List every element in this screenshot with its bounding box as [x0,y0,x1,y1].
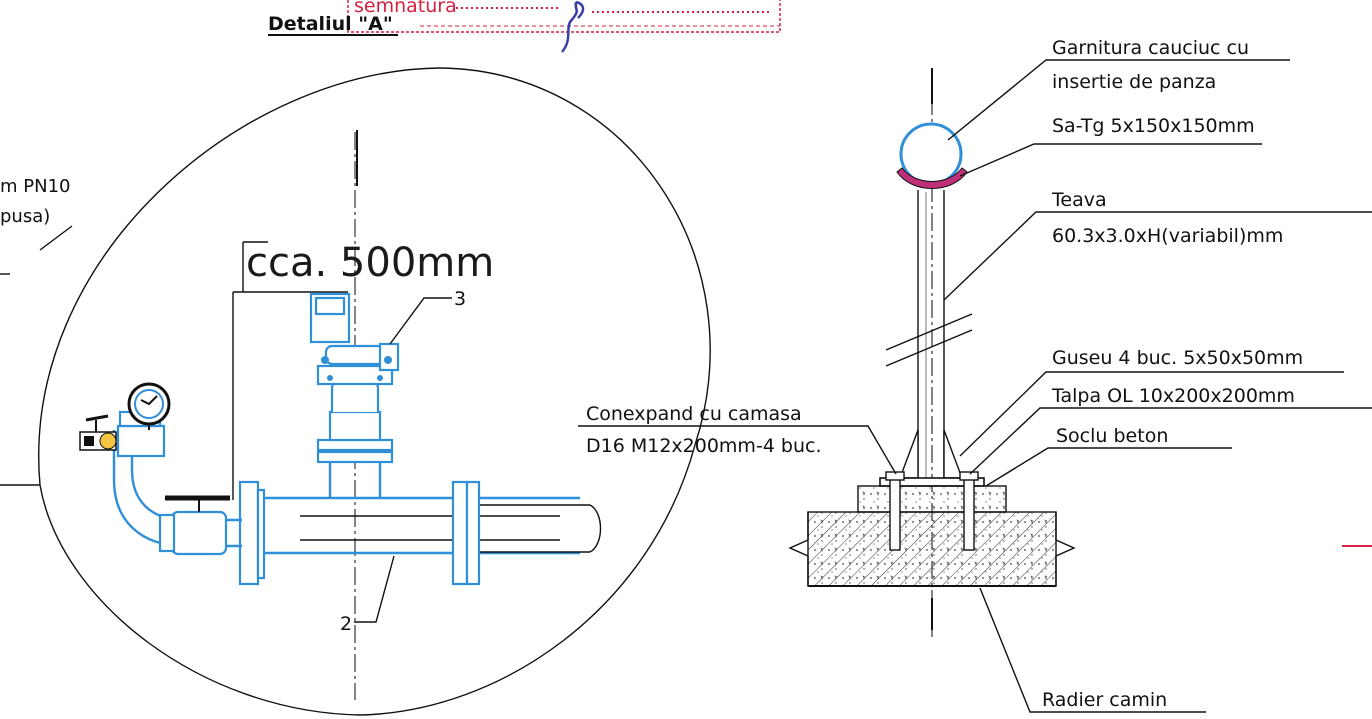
detail-circle [38,67,711,716]
label-garnitura-1: Garnitura cauciuc cu [1052,37,1249,59]
callout-2: 2 [340,555,395,635]
callout-3-label: 3 [454,288,466,310]
signature-scribble [561,0,585,53]
label-radier: Radier camin [1042,689,1167,711]
signature-stamp: semnatura [347,0,781,53]
left-detail-view: m PN10 pusa) cca. 500mm [0,67,711,716]
support-leaders [578,59,1372,713]
pressure-gauge [127,382,171,430]
label-soclu: Soclu beton [1056,425,1168,447]
partial-label-pn10: m PN10 [0,176,70,197]
saddle [896,167,968,189]
air-valve [309,292,400,412]
dimension-500mm: cca. 500mm [232,240,494,500]
partial-label-pusa: pusa) [0,206,50,227]
pipe-support-view: Garnitura cauciuc cu insertie de panza S… [578,37,1372,713]
label-garnitura-2: insertie de panza [1052,71,1216,93]
main-pipe [260,496,602,555]
ball-valve-small [79,414,117,451]
label-sa-tg: Sa-Tg 5x150x150mm [1052,115,1255,137]
callout-3: 3 [389,288,466,345]
flange-right [451,480,481,586]
label-conexpand-2: D16 M12x200mm-4 buc. [586,435,822,457]
tee-branch [316,410,394,498]
bypass-pipe [112,410,242,556]
detail-title: Detaliul "A" [268,13,398,36]
flange-left [238,480,266,586]
label-teava: Teava [1051,189,1107,211]
stamp-text: semnatura [354,0,457,17]
detail-title-text: Detaliul "A" [268,13,393,35]
label-teava-dim: 60.3x3.0xH(variabil)mm [1052,225,1283,247]
callout-2-label: 2 [340,613,352,635]
label-conexpand-1: Conexpand cu camasa [586,403,802,425]
label-guseu: Guseu 4 buc. 5x50x50mm [1052,347,1303,369]
concrete-plinth [857,485,1007,513]
label-talpa: Talpa OL 10x200x200mm [1051,385,1295,407]
dimension-label: cca. 500mm [246,240,494,286]
